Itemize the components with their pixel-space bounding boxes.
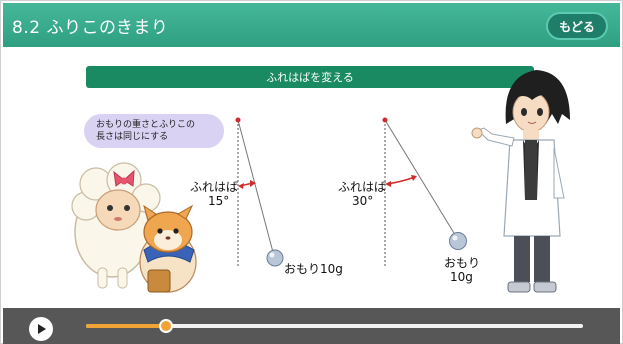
seek-handle[interactable] (158, 319, 173, 333)
amplitude-value-right: 30° (352, 194, 374, 208)
video-player-bar (3, 308, 620, 344)
note-line-2: 長さは同じにする (96, 132, 169, 142)
back-button[interactable]: もどる (546, 12, 608, 40)
seek-progress (86, 324, 166, 328)
pendulum-left (235, 117, 284, 268)
note-bubble: おもりの重さとふりこの 長さは同じにする (84, 114, 224, 148)
section-subtitle: ふれはばを変える (86, 66, 534, 88)
page-title: 8.2 ふりこのきまり (12, 18, 169, 38)
play-button[interactable] (29, 317, 53, 341)
scientist-character-illustration (471, 70, 570, 293)
weight-label-left: おもり10g (284, 262, 343, 276)
weight-label-right-line2: 10g (450, 270, 473, 284)
sheep-character-illustration (71, 162, 161, 289)
pendulum-right (382, 117, 467, 268)
seek-bar[interactable] (86, 319, 583, 333)
note-line-1: おもりの重さとふりこの (96, 120, 196, 130)
amplitude-label-right: ふれはば (338, 180, 387, 194)
weight-label-right-line1: おもり (444, 256, 481, 270)
hamster-character-illustration (139, 204, 197, 293)
amplitude-label-left: ふれはば (190, 180, 239, 194)
header-bar: 8.2 ふりこのきまり もどる (3, 3, 620, 47)
play-icon (38, 324, 46, 334)
amplitude-value-left: 15° (208, 194, 230, 208)
